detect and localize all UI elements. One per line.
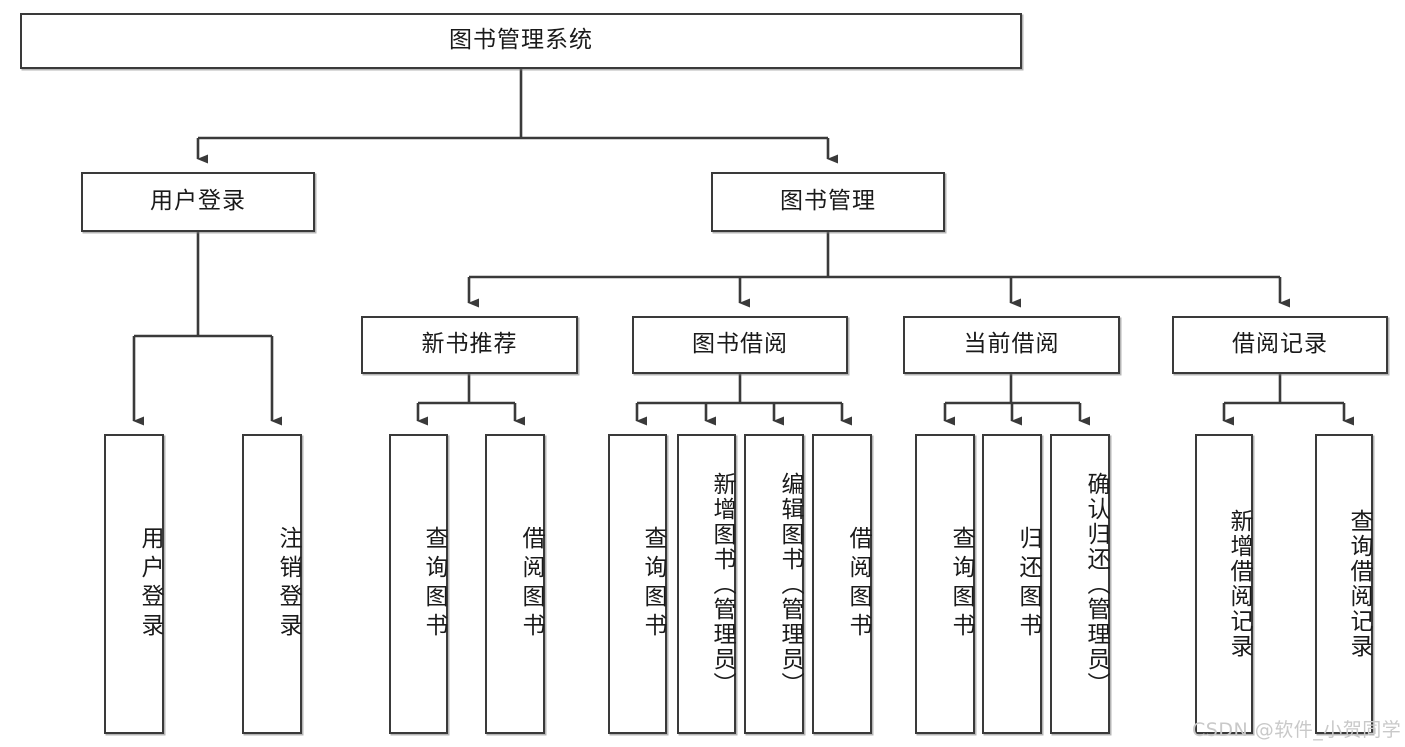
node-leaf-logout-login[interactable]: 注销登录 [242, 434, 302, 734]
csdn-watermark: CSDN @软件_小贺同学 [1192, 719, 1402, 741]
node-borrow-record[interactable]: 借阅记录 [1172, 316, 1388, 374]
node-leaf-borrow-book-borrow[interactable]: 借阅图书 [812, 434, 872, 734]
node-leaf-query-borrow-record[interactable]: 查询借阅记录 [1315, 434, 1373, 734]
node-leaf-return-book[interactable]: 归还图书 [982, 434, 1042, 734]
node-leaf-borrow-book-newbook[interactable]: 借阅图书 [485, 434, 545, 734]
node-leaf-add-borrow-record[interactable]: 新增借阅记录 [1195, 434, 1253, 734]
node-leaf-query-book-current[interactable]: 查询图书 [915, 434, 975, 734]
node-user-login[interactable]: 用户登录 [81, 172, 315, 232]
node-book-borrow[interactable]: 图书借阅 [632, 316, 848, 374]
node-current-borrow[interactable]: 当前借阅 [903, 316, 1120, 374]
node-leaf-add-book-admin[interactable]: 新增图书（管理员） [677, 434, 736, 734]
node-leaf-query-book-newbook[interactable]: 查询图书 [389, 434, 448, 734]
node-leaf-edit-book-admin[interactable]: 编辑图书（管理员） [744, 434, 804, 734]
node-new-book-recommend[interactable]: 新书推荐 [361, 316, 578, 374]
node-leaf-query-book-borrow[interactable]: 查询图书 [608, 434, 667, 734]
node-leaf-confirm-return-admin[interactable]: 确认归还（管理员） [1050, 434, 1110, 734]
node-leaf-user-login[interactable]: 用户登录 [104, 434, 164, 734]
node-book-management[interactable]: 图书管理 [711, 172, 945, 232]
node-title-book-management-system[interactable]: 图书管理系统 [20, 13, 1022, 69]
